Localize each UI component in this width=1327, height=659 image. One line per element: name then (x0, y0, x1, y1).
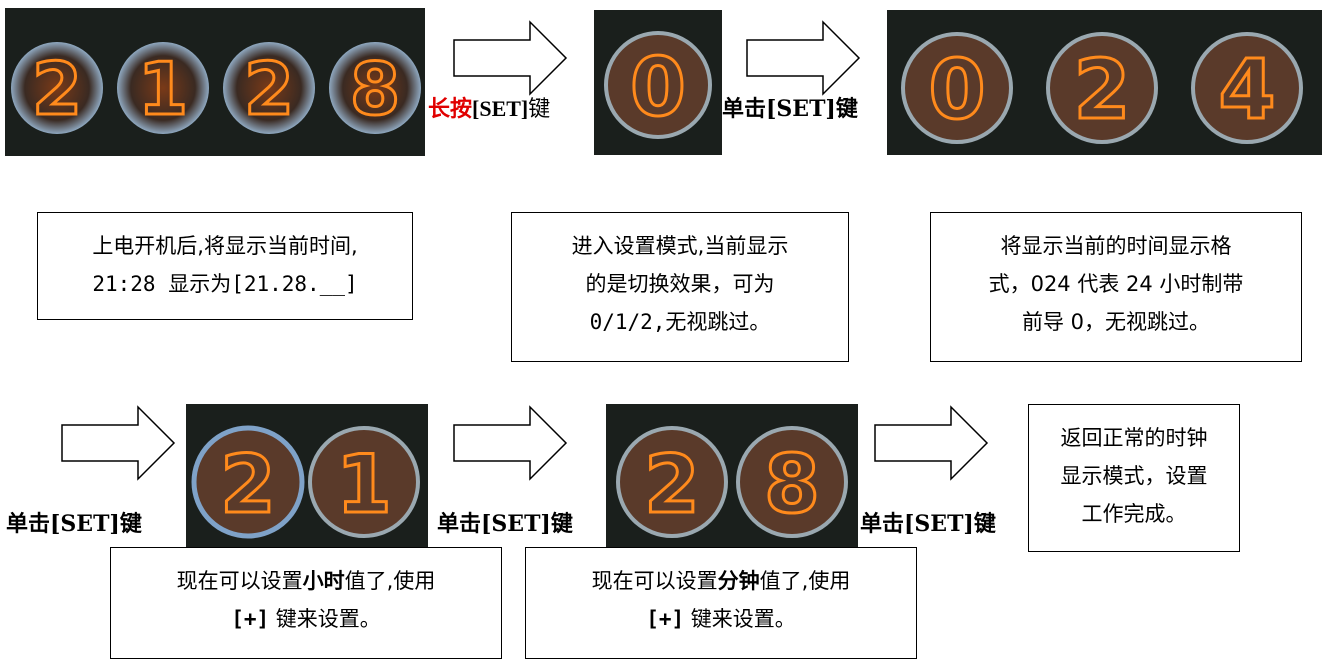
tube-digit: 1 (336, 438, 392, 531)
photo-effect-0: 0 (594, 10, 722, 155)
click-set-label: 单击[SET]键 (722, 96, 858, 122)
tube-digit: 0 (630, 41, 686, 134)
long-press-set-label: 长按[SET]键 (428, 96, 551, 122)
photo-clock-2128: 2 1 2 8 (5, 8, 425, 156)
arrow-right-icon (745, 20, 861, 96)
tube-digit: 2 (644, 438, 700, 531)
arrow-right-icon (60, 405, 176, 481)
photo-format-024: 0 2 4 (887, 10, 1322, 155)
time-format-note: 将显示当前的时间显示格 式，024 代表 24 小时制带 前导 0，无视跳过。 (930, 212, 1302, 362)
set-hour-note: 现在可以设置小时值了,使用 [+] 键来设置。 (110, 547, 502, 659)
setting-mode-note: 进入设置模式,当前显示 的是切换效果，可为 0/1/2,无视跳过。 (511, 212, 849, 362)
photo-minute-28: 2 8 (606, 404, 858, 552)
arrow-right-icon (873, 405, 989, 481)
tube-digit: 8 (350, 47, 400, 131)
tube-digit: 2 (32, 47, 82, 131)
click-set-label: 单击[SET]键 (6, 511, 142, 537)
tube-digit: 8 (764, 438, 820, 531)
set-minute-note: 现在可以设置分钟值了,使用 [+] 键来设置。 (525, 547, 917, 659)
arrow-right-icon (452, 20, 568, 96)
tube-digit: 0 (928, 43, 985, 138)
tube-digit: 4 (1218, 43, 1275, 138)
click-set-label: 单击[SET]键 (860, 511, 996, 537)
tube-digit: 2 (244, 47, 294, 131)
tube-digit: 2 (1073, 43, 1130, 138)
tube-digit: 2 (220, 438, 276, 531)
power-on-note: 上电开机后,将显示当前时间, 21:28 显示为[21.28.__] (37, 212, 413, 320)
tube-digit: 1 (138, 47, 188, 131)
click-set-label: 单击[SET]键 (437, 511, 573, 537)
photo-hour-21: 2 1 (186, 404, 428, 552)
complete-note: 返回正常的时钟 显示模式，设置 工作完成。 (1028, 404, 1240, 552)
arrow-right-icon (452, 405, 568, 481)
